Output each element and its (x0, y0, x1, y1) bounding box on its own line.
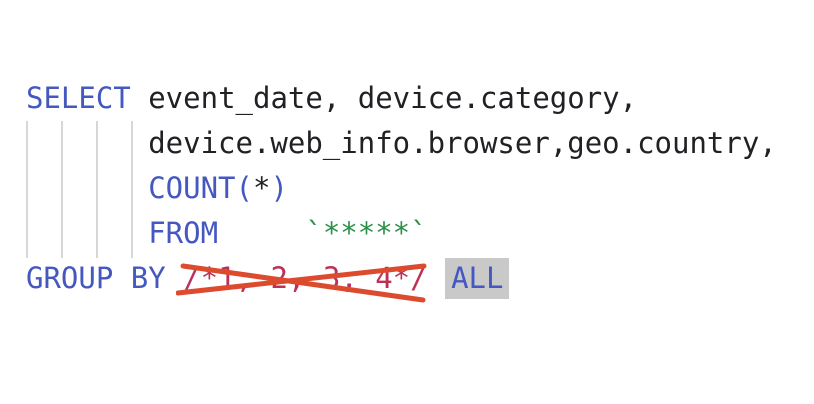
sql-keyword-all-highlighted: ALL (445, 258, 510, 299)
code-line-count: COUNT(*) (26, 166, 777, 211)
indent-guide (26, 121, 28, 258)
sql-keyword-from: FROM (148, 216, 219, 250)
sql-star: * (252, 171, 271, 205)
sql-keyword-count: COUNT( (148, 171, 253, 205)
sql-text: device.web_info.browser,geo.country, (26, 126, 777, 160)
sql-code-block: SELECT event_date, device.category, devi… (26, 76, 777, 301)
sql-keyword-select: SELECT (26, 81, 131, 115)
sql-space (428, 261, 445, 295)
sql-indent (26, 171, 148, 205)
code-line-columns: device.web_info.browser,geo.country, (26, 121, 777, 166)
sql-text: event_date, device.category, (130, 81, 638, 115)
code-line-from: FROM `*****` (26, 211, 777, 256)
sql-keyword-group-by: GROUP BY (26, 261, 166, 295)
indent-guide (131, 121, 133, 258)
code-line-select: SELECT event_date, device.category, (26, 76, 777, 121)
sql-comment-ordinals: /*1, 2, 3, 4*/ (183, 261, 428, 295)
indent-guide (96, 121, 98, 258)
code-line-group-by: GROUP BY /*1, 2, 3, 4*/ ALL (26, 256, 777, 301)
indent-guide (61, 121, 63, 258)
sql-space (166, 261, 183, 295)
sql-table-string: `*****` (305, 216, 428, 250)
sql-indent (26, 216, 148, 250)
sql-paren-close: ) (270, 171, 288, 205)
sql-gap (218, 216, 305, 250)
